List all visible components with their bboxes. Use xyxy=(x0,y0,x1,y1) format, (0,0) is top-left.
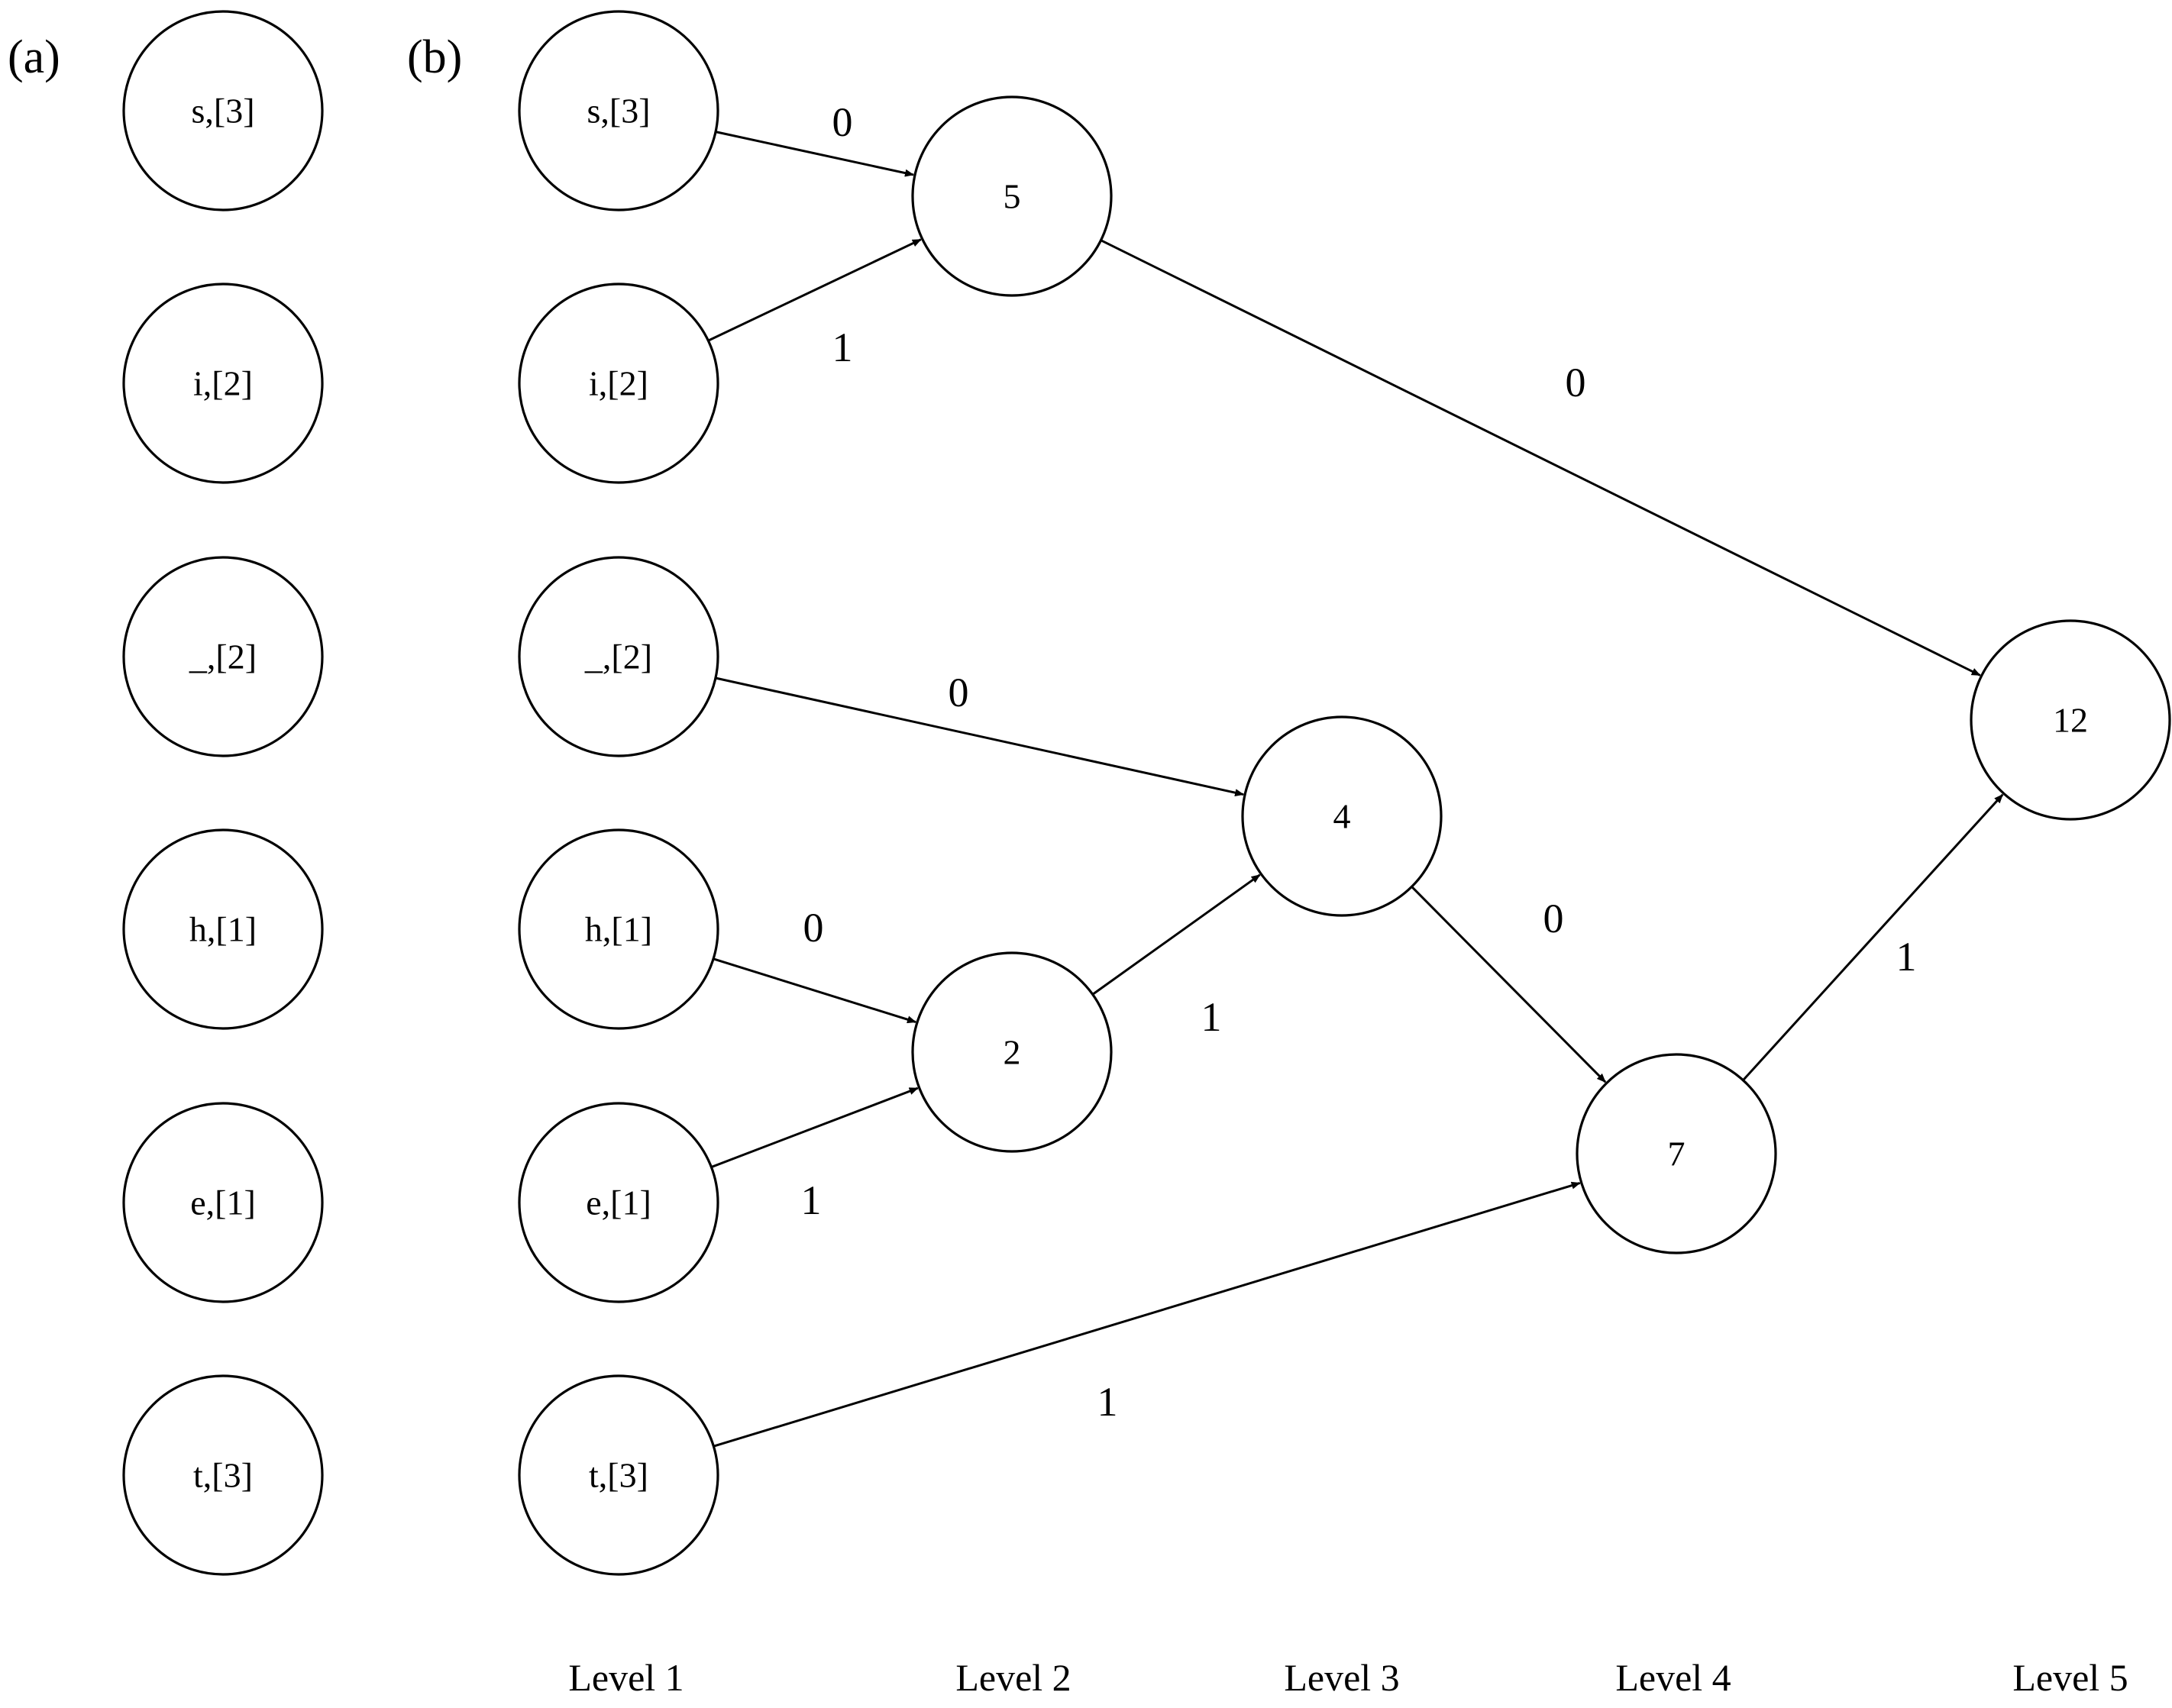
node-label-b_h: h,[1] xyxy=(585,910,652,949)
node-n7: 7 xyxy=(1576,1053,1777,1254)
edges-layer xyxy=(707,131,2004,1448)
labels-layer: 0 1 0 1 0 1 0 1 0 1 (a) (b) Level 1 Level 2 Level 3 Lev… xyxy=(8,31,2128,1699)
node-circle-b_h xyxy=(518,828,719,1030)
node-label-b_s: s,[3] xyxy=(587,92,650,131)
edge-label-b_s-to-n5: 0 xyxy=(832,99,853,145)
node-b_i: i,[2] xyxy=(518,283,719,484)
node-b_e: e,[1] xyxy=(518,1102,719,1303)
node-a_h: h,[1] xyxy=(122,828,324,1030)
node-circle-n5 xyxy=(911,95,1113,297)
node-a_s: s,[3] xyxy=(122,10,324,211)
node-circle-a_i xyxy=(122,283,324,484)
edge-b_us-to-n4 xyxy=(715,676,1245,797)
edge-label-n4-to-n7: 0 xyxy=(1543,896,1564,941)
edge-label-b_t-to-n7: 1 xyxy=(1097,1379,1118,1425)
node-label-b_t: t,[3] xyxy=(589,1456,648,1495)
node-circle-a_s xyxy=(122,10,324,211)
edge-b_h-to-n2 xyxy=(713,957,916,1024)
node-circle-n12 xyxy=(1970,619,2171,821)
level-label-level-2: Level 2 xyxy=(955,1656,1071,1699)
node-label-n7: 7 xyxy=(1668,1135,1686,1174)
node-label-n4: 4 xyxy=(1333,797,1351,836)
node-label-n5: 5 xyxy=(1004,177,1021,216)
node-label-n12: 12 xyxy=(2053,701,2088,740)
node-circle-b_us xyxy=(518,556,719,757)
edge-n2-to-n4 xyxy=(1091,873,1261,996)
node-n4: 4 xyxy=(1241,715,1443,917)
node-label-a_us: _,[2] xyxy=(189,638,257,676)
nodes-layer: s,[3] i,[2] _,[2] h,[1] e,[1] t,[3] s,[3] i,[2]… xyxy=(122,10,2171,1576)
node-circle-b_t xyxy=(518,1374,719,1576)
node-circle-b_s xyxy=(518,10,719,211)
node-label-b_us: _,[2] xyxy=(584,638,652,676)
edge-b_t-to-n7 xyxy=(713,1181,1581,1448)
node-label-a_e: e,[1] xyxy=(190,1183,256,1222)
node-circle-n2 xyxy=(911,951,1113,1153)
edge-b_s-to-n5 xyxy=(715,131,914,177)
node-label-a_t: t,[3] xyxy=(193,1456,253,1495)
edge-n7-to-n12 xyxy=(1742,793,2004,1081)
edge-n5-to-n12 xyxy=(1100,239,1981,676)
edge-label-b_h-to-n2: 0 xyxy=(803,905,824,951)
edge-label-n7-to-n12: 1 xyxy=(1896,934,1917,980)
node-a_t: t,[3] xyxy=(122,1374,324,1576)
node-label-a_s: s,[3] xyxy=(191,92,254,131)
node-label-n2: 2 xyxy=(1004,1033,1021,1072)
node-circle-n7 xyxy=(1576,1053,1777,1254)
edge-b_e-to-n2 xyxy=(710,1086,919,1168)
node-circle-a_h xyxy=(122,828,324,1030)
edge-label-b_e-to-n2: 1 xyxy=(801,1177,822,1223)
panel-label-a: (a) xyxy=(8,31,60,83)
node-b_us: _,[2] xyxy=(518,556,719,757)
level-label-level-5: Level 5 xyxy=(2012,1656,2128,1699)
edge-label-n2-to-n4: 1 xyxy=(1201,994,1222,1040)
node-circle-a_us xyxy=(122,556,324,757)
node-n2: 2 xyxy=(911,951,1113,1153)
node-b_t: t,[3] xyxy=(518,1374,719,1576)
node-a_e: e,[1] xyxy=(122,1102,324,1303)
node-label-b_e: e,[1] xyxy=(586,1183,651,1222)
node-circle-b_i xyxy=(518,283,719,484)
edge-label-b_i-to-n5: 1 xyxy=(832,324,853,370)
node-n12: 12 xyxy=(1970,619,2171,821)
level-label-level-4: Level 4 xyxy=(1615,1656,1731,1699)
node-label-b_i: i,[2] xyxy=(589,364,648,403)
edge-label-b_us-to-n4: 0 xyxy=(949,670,969,715)
node-b_s: s,[3] xyxy=(518,10,719,211)
node-a_us: _,[2] xyxy=(122,556,324,757)
level-label-level-3: Level 3 xyxy=(1284,1656,1399,1699)
node-b_h: h,[1] xyxy=(518,828,719,1030)
edge-b_i-to-n5 xyxy=(707,238,922,342)
node-n5: 5 xyxy=(911,95,1113,297)
node-circle-b_e xyxy=(518,1102,719,1303)
node-circle-a_t xyxy=(122,1374,324,1576)
node-a_i: i,[2] xyxy=(122,283,324,484)
node-circle-n4 xyxy=(1241,715,1443,917)
edge-label-n5-to-n12: 0 xyxy=(1566,360,1586,405)
level-label-level-1: Level 1 xyxy=(568,1656,684,1699)
edge-n4-to-n7 xyxy=(1411,886,1607,1083)
panel-label-b: (b) xyxy=(407,31,462,83)
node-label-a_i: i,[2] xyxy=(193,364,253,403)
node-circle-a_e xyxy=(122,1102,324,1303)
node-label-a_h: h,[1] xyxy=(189,910,257,949)
